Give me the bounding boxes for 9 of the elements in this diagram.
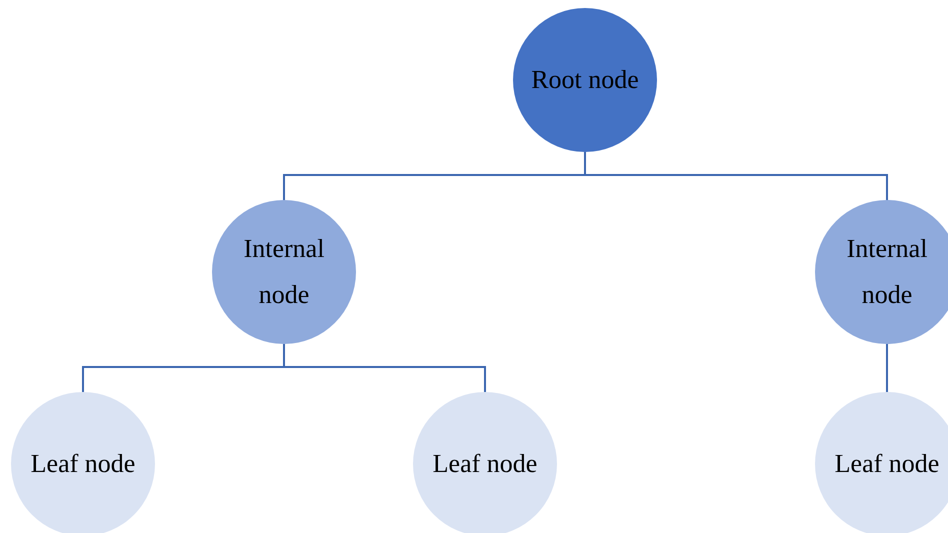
connector-line [283,344,486,392]
node-label: Leaf node [30,448,136,480]
node-label: Internal node [846,233,928,311]
connector-line [584,152,888,200]
node-label: Root node [530,64,640,96]
node-label: Leaf node [834,448,940,480]
node-label: Internal node [242,233,326,311]
connector-line [886,344,888,392]
node-label: Leaf node [432,448,538,480]
